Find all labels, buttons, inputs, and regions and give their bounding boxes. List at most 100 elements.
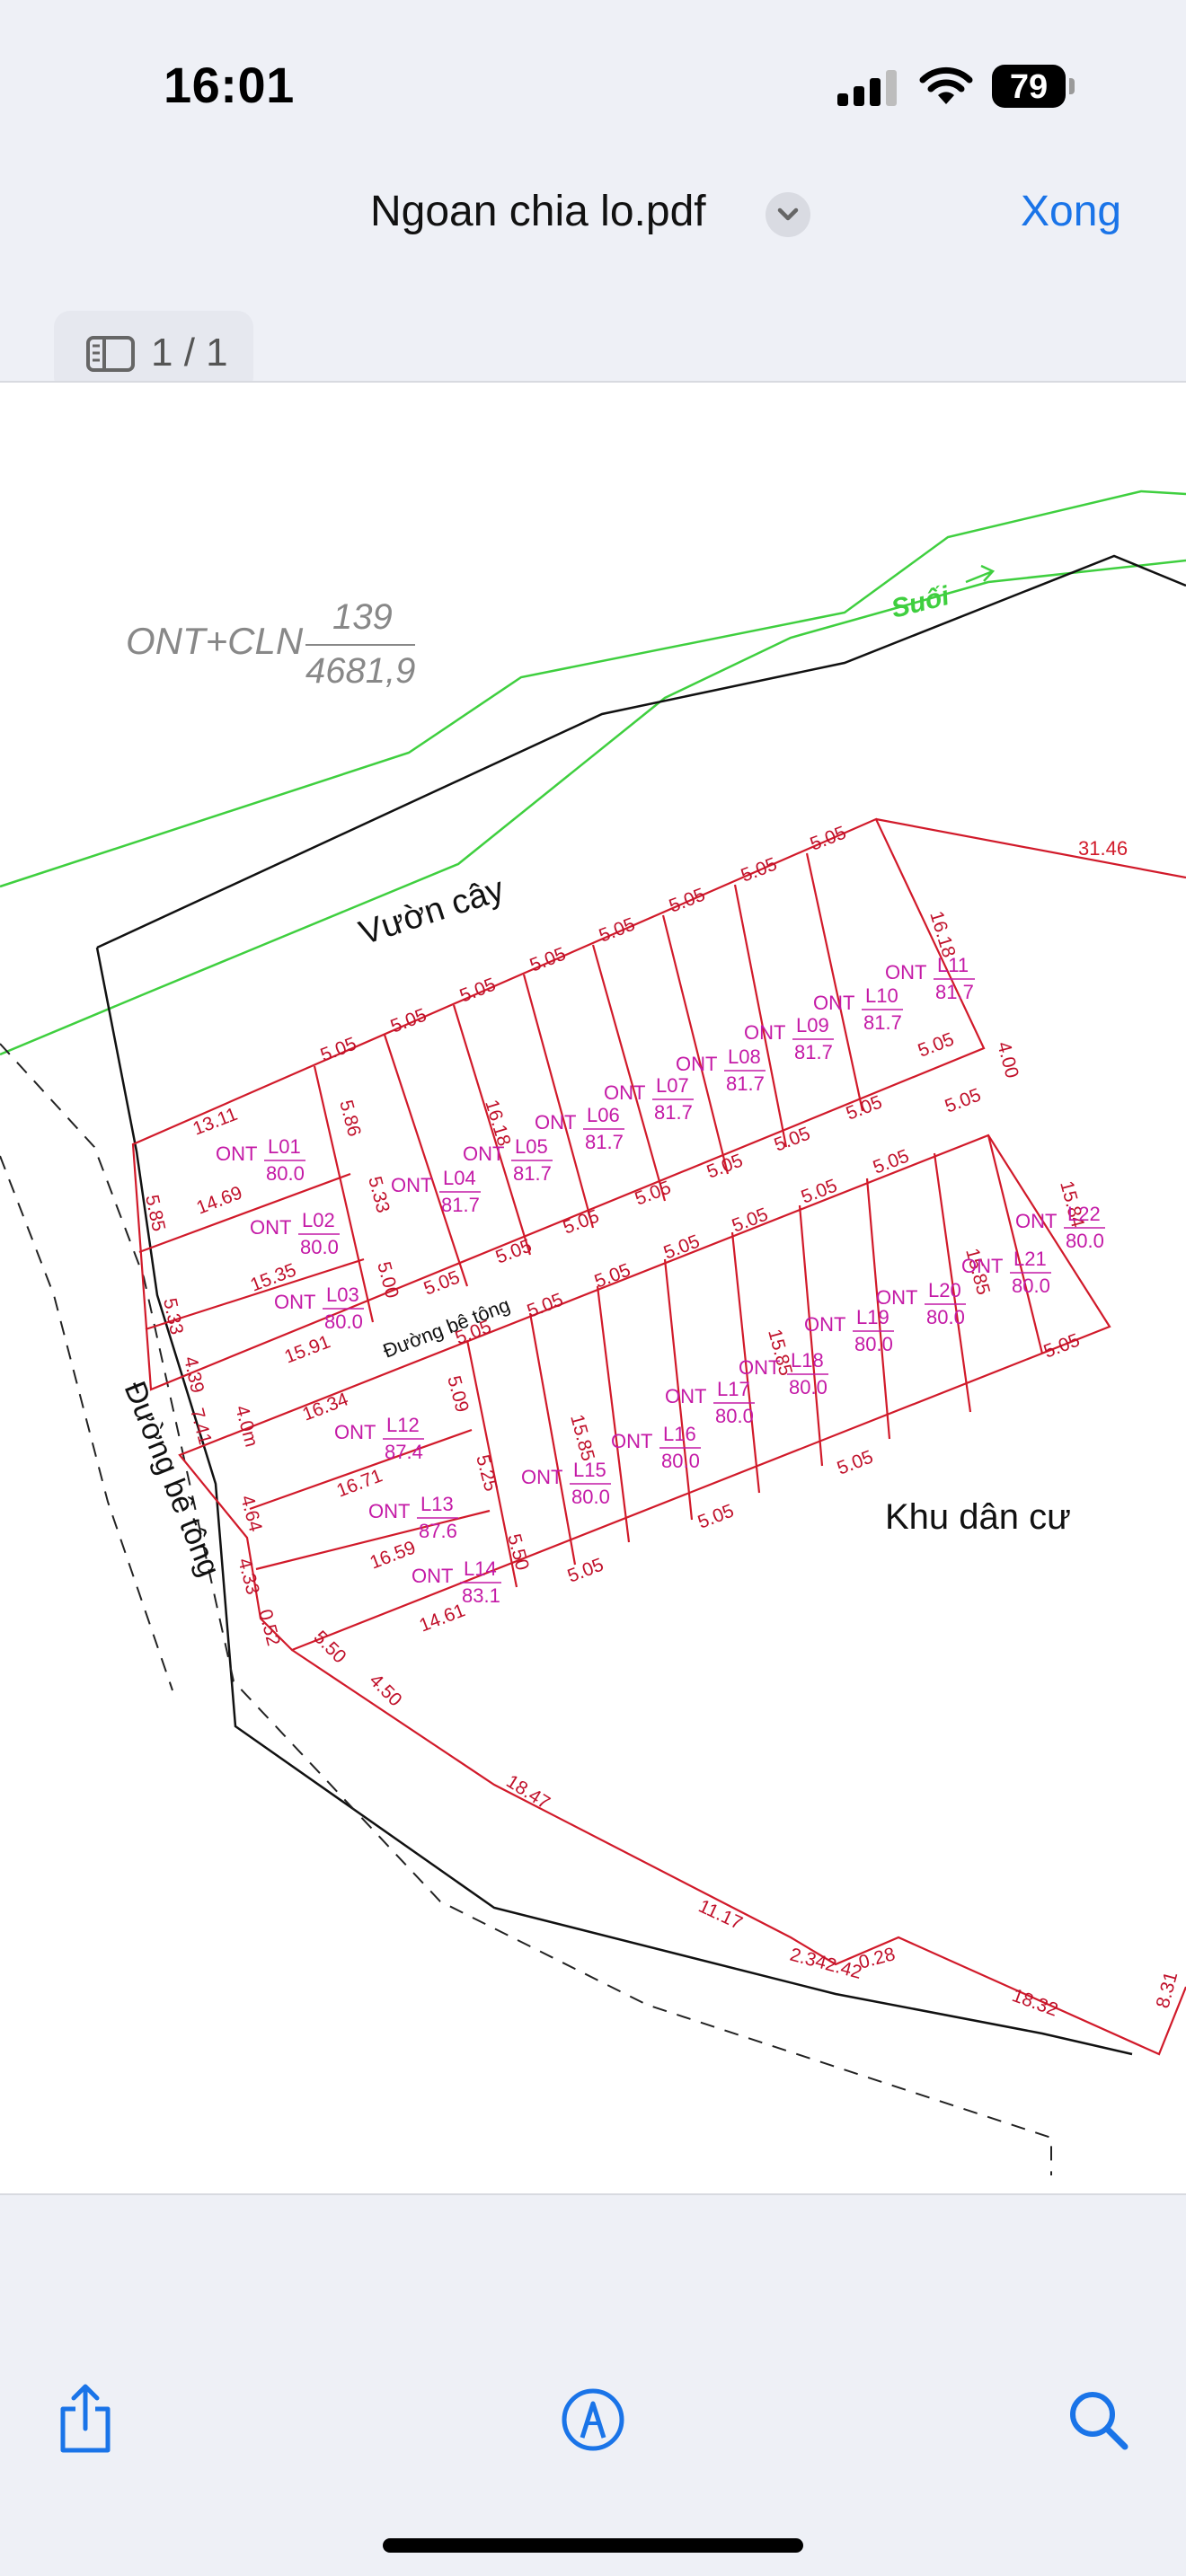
lot-area-L16: 80.0 — [661, 1450, 700, 1472]
battery-icon: 79 — [992, 65, 1075, 110]
stream-label: Suối — [889, 581, 953, 624]
dim-left-side-2: 5.33 — [159, 1296, 187, 1337]
lot-area-L02: 80.0 — [300, 1236, 339, 1258]
lot-id-L12: L12 — [386, 1414, 420, 1436]
dim-corner-small-3: 4.64 — [236, 1493, 266, 1534]
dim-corner-small-6: 5.50 — [309, 1627, 350, 1667]
dim-mid-2: 5.33 — [364, 1174, 394, 1214]
share-icon[interactable] — [56, 2382, 115, 2454]
lot-id-L22: L22 — [1067, 1203, 1101, 1225]
lot-type-L19: ONT — [804, 1313, 845, 1336]
dim-south-lot-1: 16.34 — [300, 1389, 352, 1425]
title-menu-button[interactable] — [766, 192, 810, 237]
lot-id-L21: L21 — [1013, 1248, 1047, 1270]
dim-row-mid-2: 5.05 — [493, 1236, 535, 1268]
dim-mid-1: 5.86 — [335, 1098, 365, 1138]
lot-id-L01: L01 — [268, 1135, 301, 1158]
lot-id-L16: L16 — [663, 1423, 696, 1445]
lot-id-L09: L09 — [796, 1014, 829, 1037]
lot-type-L05: ONT — [463, 1142, 504, 1165]
dim-lower-2: 5.05 — [525, 1290, 566, 1322]
dim-corner-small-7: 4.50 — [365, 1670, 405, 1710]
dim-lower-9: 5.05 — [695, 1501, 737, 1533]
parcel-number: 139 — [332, 597, 393, 637]
dim-lower-11: 5.05 — [1041, 1330, 1083, 1363]
parcel-code: ONT+CLN — [126, 620, 304, 662]
dim-depth-top: 16.18 — [481, 1098, 514, 1149]
done-button[interactable]: Xong — [1021, 188, 1122, 235]
lot-area-L12: 87.4 — [385, 1441, 423, 1463]
dim-left-lot-4: 15.91 — [282, 1331, 333, 1367]
lot-type-L20: ONT — [876, 1286, 917, 1309]
road-edge-inner — [0, 1155, 173, 1691]
lot-type-L07: ONT — [604, 1081, 645, 1104]
lot-area-L03: 80.0 — [324, 1310, 363, 1333]
stream-line-lower — [0, 559, 1186, 1056]
dim-corner-small-5: 0.52 — [254, 1607, 284, 1647]
garden-label: Vườn cây — [355, 870, 509, 952]
parcel-area: 4681,9 — [305, 651, 415, 691]
home-indicator — [383, 2538, 803, 2553]
lot-type-L22: ONT — [1015, 1210, 1057, 1232]
dimension-labels: 5.05 5.05 5.05 5.05 5.05 5.05 5.05 5.05 … — [141, 823, 1182, 2021]
lot-area-L08: 81.7 — [726, 1072, 765, 1095]
dim-corner-1: 4.00 — [993, 1039, 1022, 1080]
dim-south-mid-3: 5.50 — [503, 1531, 533, 1572]
lot-area-L01: 80.0 — [266, 1162, 305, 1185]
lot-id-L19: L19 — [856, 1306, 890, 1328]
parcel-boundary-west — [95, 947, 1133, 2056]
dim-row-mid-6: 5.05 — [772, 1124, 813, 1156]
lot-area-L14: 83.1 — [462, 1584, 500, 1607]
lot-id-L18: L18 — [791, 1349, 824, 1372]
lot-id-L06: L06 — [587, 1104, 620, 1126]
lot-area-L22: 80.0 — [1066, 1230, 1104, 1252]
dim-top-2: 5.05 — [388, 1005, 429, 1037]
lot-type-L21: ONT — [961, 1255, 1003, 1277]
lot-area-L15: 80.0 — [571, 1486, 610, 1508]
dim-lower-8: 5.05 — [565, 1555, 606, 1587]
pdf-page[interactable]: ONT+CLN 139 4681,9 Suối 31.46 Vườn cây Đ… — [0, 381, 1186, 2195]
page-indicator[interactable]: 1 / 1 — [54, 311, 253, 393]
dim-row-mid-8: 5.05 — [916, 1029, 957, 1062]
status-time: 16:01 — [164, 57, 295, 113]
lot-type-L01: ONT — [216, 1142, 257, 1165]
dim-top-1: 5.05 — [318, 1034, 359, 1066]
dim-row-mid-4: 5.05 — [633, 1178, 674, 1210]
lot-type-L14: ONT — [412, 1565, 453, 1587]
lot-id-L05: L05 — [515, 1135, 548, 1158]
dim-boundary-6: 8.31 — [1153, 1970, 1182, 2010]
lot-id-L11: L11 — [937, 954, 969, 976]
dim-corner-small-1: 7.41 — [186, 1406, 216, 1446]
search-icon[interactable] — [1066, 2387, 1130, 2452]
dim-top-4: 5.05 — [527, 944, 569, 976]
land-plot-drawing: ONT+CLN 139 4681,9 Suối 31.46 Vườn cây Đ… — [0, 490, 1186, 2175]
stream-line-upper — [0, 490, 1186, 888]
lot-type-L08: ONT — [676, 1053, 717, 1075]
lot-type-L06: ONT — [535, 1111, 576, 1134]
top-right-dimension: 31.46 — [1078, 837, 1128, 860]
document-title[interactable]: Ngoan chia lo.pdf — [370, 188, 706, 235]
lot-id-L07: L07 — [656, 1074, 689, 1097]
lot-area-L18: 80.0 — [789, 1376, 828, 1398]
dim-left-side-3: 4.39 — [180, 1354, 208, 1395]
lot-type-L15: ONT — [521, 1466, 562, 1488]
dim-lower-3: 5.05 — [592, 1260, 633, 1292]
markup-icon[interactable] — [561, 2387, 625, 2452]
lot-area-L06: 81.7 — [585, 1131, 624, 1153]
lot-type-L17: ONT — [665, 1385, 706, 1407]
dim-top-7: 5.05 — [739, 854, 780, 887]
bottom-toolbar — [0, 2335, 1186, 2515]
lot-area-L17: 80.0 — [715, 1405, 754, 1427]
lot-type-L03: ONT — [274, 1291, 315, 1313]
status-bar: 16:01 79 — [0, 0, 1186, 171]
dim-corner-small-2: 4.0m — [231, 1403, 261, 1449]
stream-arrow-icon — [965, 564, 996, 584]
lot-area-L11: 81.7 — [935, 981, 974, 1003]
dim-row-mid-9: 5.05 — [943, 1085, 984, 1117]
lot-area-L04: 81.7 — [441, 1194, 480, 1216]
dim-south-lot-4: 14.61 — [417, 1600, 468, 1636]
dim-boundary-4: 0.28 — [856, 1944, 897, 1973]
lot-id-L14: L14 — [464, 1557, 497, 1580]
dim-top-3: 5.05 — [457, 975, 499, 1007]
